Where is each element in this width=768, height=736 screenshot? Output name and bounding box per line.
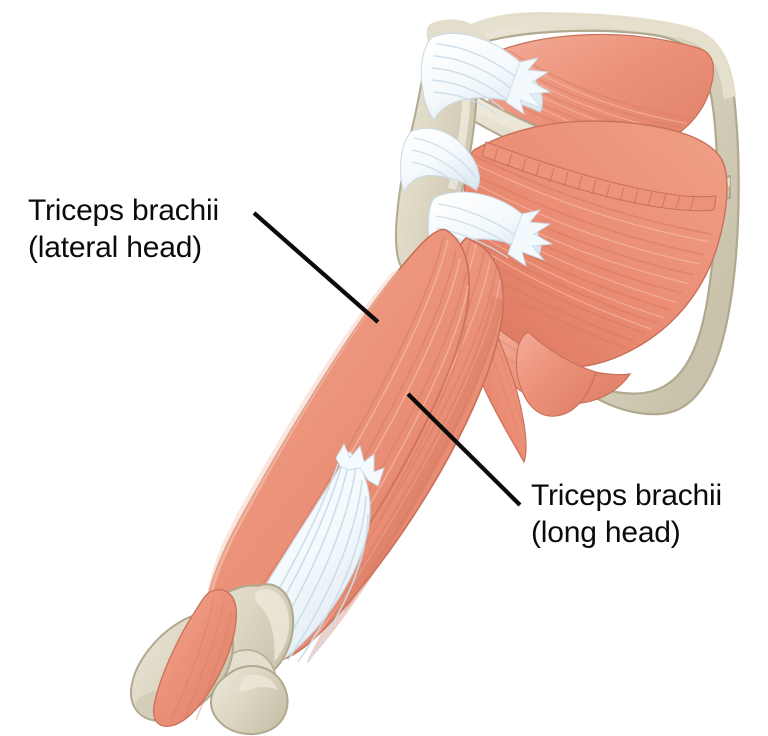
- infraspinatus-ridge: [481, 141, 717, 212]
- label-long-head-line2: (long head): [531, 516, 681, 549]
- rotator-cuff-tendon-fan: [399, 32, 554, 281]
- label-long-head-line1: Triceps brachii: [531, 479, 722, 512]
- leader-line-lateral-head: [252, 211, 380, 324]
- label-triceps-lateral-head: Triceps brachii (lateral head): [28, 192, 219, 266]
- label-lateral-head-line1: Triceps brachii: [28, 194, 219, 227]
- teres-major-lower-slip: [515, 331, 597, 417]
- label-triceps-long-head: Triceps brachii (long head): [531, 477, 722, 551]
- leader-line-long-head: [406, 392, 522, 507]
- label-lateral-head-line2: (lateral head): [28, 231, 202, 264]
- anconeus-muscle: [152, 589, 237, 727]
- infraspinatus-muscle: [463, 120, 728, 369]
- humerus-distal-bone: [210, 665, 289, 736]
